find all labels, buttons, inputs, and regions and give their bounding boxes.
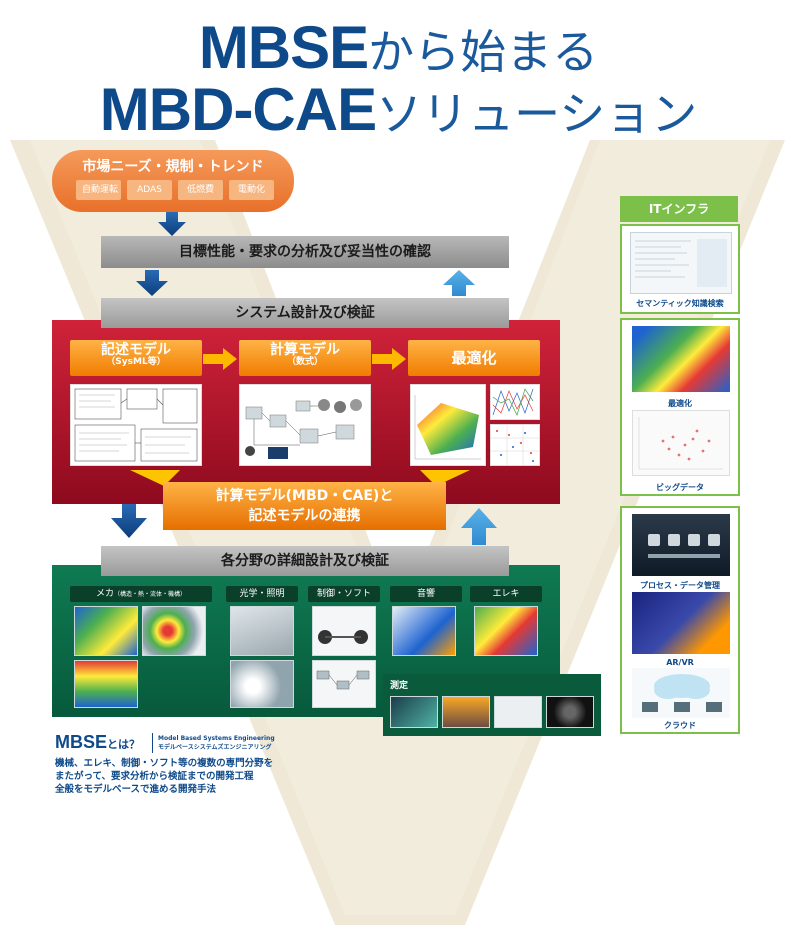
model-link-box: 計算モデル(MBD・CAE)と 記述モデルの連携 bbox=[163, 482, 446, 530]
it-panel-data-management: プロセス・データ管理 AR/VR クラウド bbox=[620, 506, 740, 734]
market-tag-fuel: 低燃費 bbox=[178, 180, 223, 200]
arrow-down-3 bbox=[111, 504, 147, 538]
title-line-2: MBD-CAEソリューション bbox=[99, 76, 698, 143]
sysml-diagram-image bbox=[70, 384, 202, 466]
system-bar: システム設計及び検証 bbox=[101, 298, 509, 328]
measurement-thumb-4 bbox=[546, 696, 594, 728]
market-tag-electrification: 電動化 bbox=[229, 180, 274, 200]
measurement-thumb-2 bbox=[442, 696, 490, 728]
arrow-right-1 bbox=[203, 348, 237, 370]
title-line-1: MBSEから始まる bbox=[198, 14, 599, 81]
field-header-electronics: エレキ bbox=[470, 586, 542, 602]
market-needs-title: 市場ニーズ・規制・トレンド bbox=[82, 159, 264, 175]
mbse-description: 機械、エレキ、制御・ソフト等の複数の専門分野を またがって、要求分析から検証まで… bbox=[55, 758, 274, 795]
mecha-thumb-1 bbox=[74, 606, 138, 656]
it-label-bigdata: ビッグデータ bbox=[656, 483, 704, 492]
detail-bar: 各分野の詳細設計及び検証 bbox=[101, 546, 509, 576]
optics-thumb-1 bbox=[230, 606, 294, 656]
optimization-button: 最適化 bbox=[408, 340, 540, 376]
semantic-search-image bbox=[630, 232, 732, 294]
computational-model-image bbox=[239, 384, 371, 466]
optimization-line-plot bbox=[490, 384, 540, 420]
arrow-right-2 bbox=[372, 348, 406, 370]
bigdata-scatter-image bbox=[632, 410, 730, 476]
it-label-ar-vr: AR/VR bbox=[666, 658, 694, 667]
arrow-up-1 bbox=[443, 270, 475, 296]
mecha-thumb-3 bbox=[74, 660, 138, 708]
optimization-scatter-matrix bbox=[490, 424, 540, 466]
measurement-thumb-1 bbox=[390, 696, 438, 728]
cloud-image bbox=[632, 668, 730, 718]
it-label-cloud: クラウド bbox=[664, 721, 696, 730]
field-header-control: 制御・ソフト bbox=[308, 586, 380, 602]
field-header-acoustics: 音響 bbox=[390, 586, 462, 602]
optimization-3d-image bbox=[632, 326, 730, 392]
arrow-down-2 bbox=[136, 270, 168, 296]
computational-model-button: 計算モデル （数式） bbox=[239, 340, 371, 376]
measurement-label: 測定 bbox=[390, 681, 409, 691]
electronics-thumb bbox=[474, 606, 538, 656]
mbse-full-name: Model Based Systems Engineering モデルベースシス… bbox=[158, 735, 275, 751]
descriptive-model-button: 記述モデル （SysML等） bbox=[70, 340, 202, 376]
acoustics-thumb bbox=[392, 606, 456, 656]
ar-vr-image bbox=[632, 592, 730, 654]
market-tag-adas: ADAS bbox=[127, 180, 172, 200]
process-data-image bbox=[632, 514, 730, 576]
it-label-semantic: セマンティック知識検索 bbox=[636, 299, 724, 308]
arrow-up-2 bbox=[461, 508, 497, 545]
measurement-thumb-3 bbox=[494, 696, 542, 728]
control-thumb-2 bbox=[312, 660, 376, 708]
it-infra-title: ITインフラ bbox=[620, 196, 738, 222]
optimization-surface-plot bbox=[410, 384, 486, 466]
field-header-optics: 光学・照明 bbox=[226, 586, 298, 602]
control-thumb-1 bbox=[312, 606, 376, 656]
mbse-divider bbox=[152, 733, 153, 753]
optics-thumb-2 bbox=[230, 660, 294, 708]
it-panel-semantic: セマンティック知識検索 bbox=[620, 224, 740, 314]
field-header-mecha: メカ（構造・熱・流体・機構） bbox=[70, 586, 212, 602]
it-panel-optimization: 最適化 ビッグデータ bbox=[620, 318, 740, 496]
arrow-down-1 bbox=[158, 212, 186, 236]
mbse-heading: MBSEとは？ bbox=[55, 732, 141, 752]
requirements-bar: 目標性能・要求の分析及び妥当性の確認 bbox=[101, 236, 509, 268]
market-tag-autonomous: 自動運転 bbox=[76, 180, 121, 200]
it-label-data-management: プロセス・データ管理 bbox=[640, 581, 720, 590]
mecha-thumb-2 bbox=[142, 606, 206, 656]
it-label-optimization: 最適化 bbox=[668, 399, 692, 408]
market-needs-box: 市場ニーズ・規制・トレンド 自動運転 ADAS 低燃費 電動化 bbox=[52, 150, 294, 212]
